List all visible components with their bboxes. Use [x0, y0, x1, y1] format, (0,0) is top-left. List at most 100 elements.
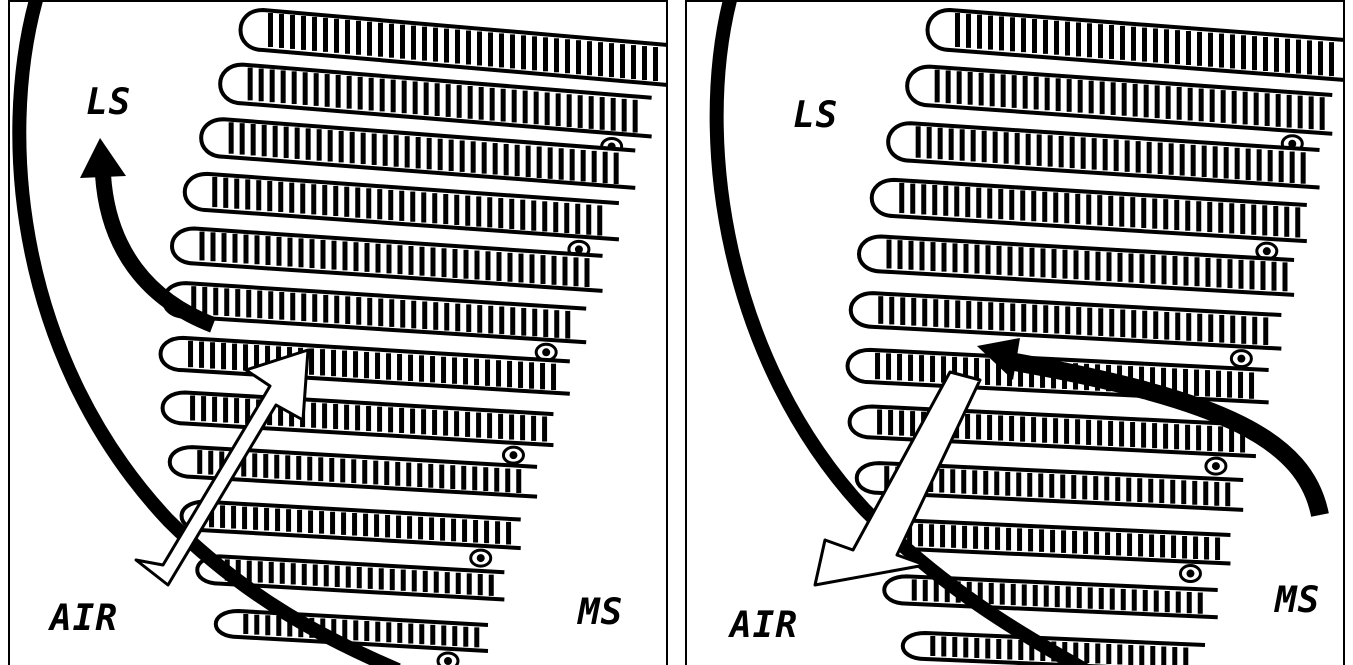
pillar-cell — [1029, 248, 1034, 277]
pillar-cell — [1257, 149, 1262, 180]
pillar-cell — [600, 97, 605, 130]
pillar-cell — [633, 100, 638, 133]
pillar-cell — [897, 354, 902, 380]
right-diagram — [685, 0, 1345, 665]
pillar-cell — [1067, 79, 1072, 112]
pillar-cell — [976, 414, 981, 439]
pillar-cell — [1207, 426, 1212, 451]
pillar-cell — [886, 240, 891, 269]
pillar-cell — [274, 455, 279, 479]
pillar-cell — [1227, 259, 1232, 288]
pillar-cell — [268, 13, 273, 47]
pillar-cell — [363, 514, 368, 537]
pillar-cell — [397, 623, 402, 643]
pillar-cell — [1161, 647, 1166, 665]
pillar-cell — [1076, 22, 1081, 56]
pillar-cell — [910, 411, 915, 436]
pillar-cell — [375, 353, 380, 379]
pillar-cell — [344, 187, 349, 217]
pillar-cell — [482, 142, 487, 173]
pillar-cell — [1132, 589, 1137, 610]
pillar-cell — [1154, 590, 1159, 611]
pillar-cell — [1241, 35, 1246, 69]
pillar-cell — [374, 514, 379, 537]
pillar-cell — [1158, 143, 1163, 174]
pillar-cell — [1055, 586, 1060, 607]
pillar-cell — [1120, 26, 1125, 60]
pillar-cell — [531, 416, 536, 441]
pillar-cell — [551, 364, 556, 390]
pillar-cell — [1171, 535, 1176, 558]
pillar-cell — [499, 33, 504, 67]
pillar-cell — [1196, 425, 1201, 450]
pillar-cell — [908, 355, 913, 381]
pillar-cell — [998, 415, 1003, 440]
pillar-cell — [251, 124, 256, 155]
pillar-cell — [353, 620, 358, 640]
pillar-cell — [478, 574, 483, 595]
pillar-cell — [247, 561, 252, 582]
pillar-cell — [939, 469, 944, 493]
pillar-cell — [257, 291, 262, 319]
pillar-cell — [1072, 531, 1077, 554]
pillar-cell — [444, 29, 449, 63]
pillar-cell — [603, 152, 608, 183]
pillar-cell — [1043, 305, 1048, 333]
pillar-cell — [532, 309, 537, 337]
pillar-cell — [1181, 480, 1186, 504]
pillar-cell — [877, 409, 882, 434]
pillar-cell — [1066, 586, 1071, 607]
pillar-cell — [335, 566, 340, 587]
pillar-cell — [965, 414, 970, 439]
pillar-cell — [1268, 150, 1273, 181]
pillar-cell — [565, 311, 570, 339]
pillar-cell — [506, 522, 511, 545]
pillar-cell — [339, 131, 344, 162]
pillar-cell — [424, 82, 429, 115]
pillar-cell — [1031, 417, 1036, 442]
pillar-cell — [1241, 316, 1246, 344]
pillar-cell — [1183, 648, 1188, 665]
pillar-cell — [1224, 147, 1229, 178]
pillar-cell — [543, 309, 548, 337]
pillar-cell — [509, 199, 514, 229]
pillar-cell — [493, 143, 498, 174]
pillar-cell — [1207, 202, 1212, 232]
pillar-cell — [1009, 190, 1014, 220]
pillar-cell — [399, 408, 404, 433]
pillar-cell — [281, 70, 286, 103]
pillar-cell — [1197, 32, 1202, 66]
pillar-cell — [411, 301, 416, 329]
pillar-cell — [554, 38, 559, 72]
pillar-cell — [899, 183, 904, 213]
pillar-cell — [377, 189, 382, 219]
pillar-cell — [1037, 134, 1042, 165]
pillar-cell — [963, 244, 968, 273]
pillar-cell — [935, 70, 940, 103]
pillar-cell — [537, 147, 542, 178]
pillar-cell — [496, 360, 501, 386]
pillar-cell — [268, 291, 273, 319]
pillar-cell — [1208, 33, 1213, 67]
pillar-cell — [408, 246, 413, 275]
pillar-cell — [380, 79, 385, 112]
pillar-cell — [1007, 247, 1012, 276]
pillar-cell — [1205, 370, 1210, 396]
pillar-cell — [388, 407, 393, 432]
pillar-cell — [1078, 80, 1083, 113]
pillar-cell — [297, 510, 302, 533]
pillar-cell — [1017, 528, 1022, 551]
pillar-cell — [235, 289, 240, 317]
pillar-cell — [984, 527, 989, 550]
pillar-cell — [974, 638, 979, 658]
pillar-cell — [430, 356, 435, 382]
pillar-cell — [1194, 370, 1199, 396]
pillar-cell — [397, 354, 402, 380]
pillar-cell — [932, 185, 937, 215]
pillar-cell — [966, 14, 971, 48]
pillar-cell — [320, 349, 325, 375]
pillar-cell — [509, 414, 514, 439]
pillar-cell — [433, 302, 438, 330]
pillar-cell — [1138, 534, 1143, 557]
pillar-cell — [323, 295, 328, 323]
